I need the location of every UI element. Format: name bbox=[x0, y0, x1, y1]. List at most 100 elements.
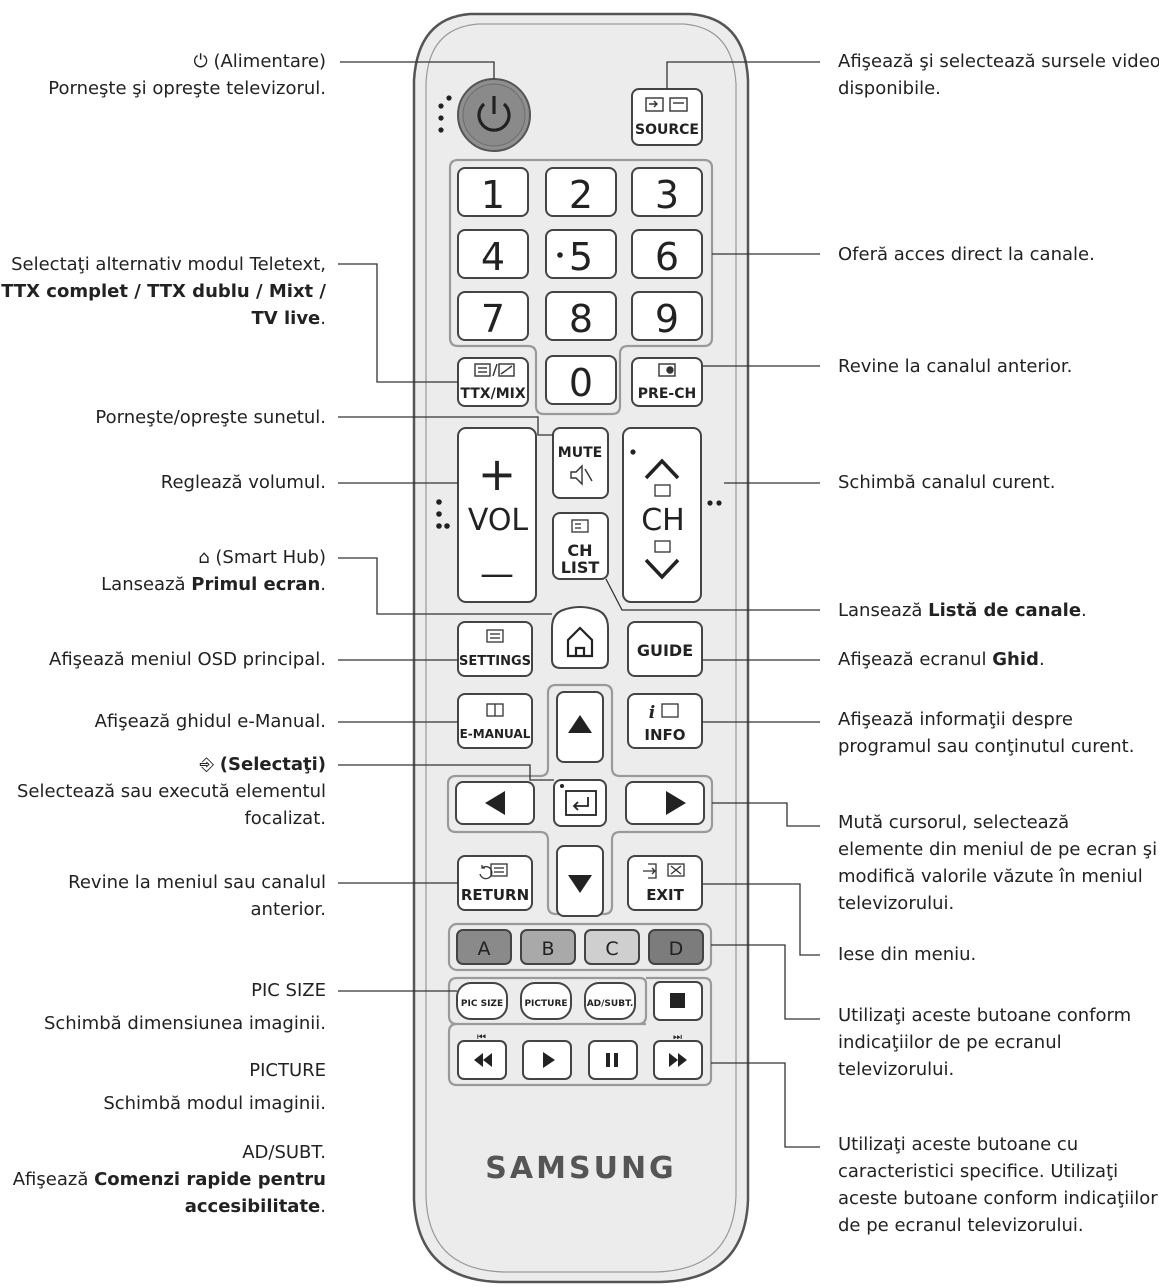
channel-rocker[interactable]: CH bbox=[622, 427, 702, 603]
color-key-label: A bbox=[478, 938, 491, 960]
color-keys-frame bbox=[447, 922, 713, 972]
navigation-annotation-line3: modifică valorile văzute în meniul bbox=[838, 866, 1143, 887]
return-label: RETURN bbox=[461, 886, 529, 904]
ch-list-annotation: Lansează Listă de canale. bbox=[838, 600, 1087, 621]
stop-button[interactable] bbox=[653, 981, 703, 1021]
number-key-label: 3 bbox=[655, 173, 679, 217]
number-key-6[interactable]: 6 bbox=[631, 229, 703, 279]
e-manual-icon bbox=[486, 703, 504, 717]
number-key-9[interactable]: 9 bbox=[631, 291, 703, 341]
source-label: SOURCE bbox=[635, 122, 699, 138]
guide-button[interactable]: GUIDE bbox=[627, 621, 703, 677]
ad-subt-annotation: AD/SUBT. Afişează Comenzi rapide pentru … bbox=[13, 1139, 326, 1220]
select-annotation-desc1: Selectează sau execută elementul bbox=[16, 781, 326, 802]
previous-track-icon: ⏮ bbox=[477, 1032, 486, 1043]
fast-forward-button[interactable]: ⏭ bbox=[653, 1032, 703, 1080]
mute-label: MUTE bbox=[558, 445, 602, 461]
up-arrow-button[interactable] bbox=[556, 691, 604, 763]
ch-list-icon bbox=[571, 519, 589, 533]
picture-annotation-title: PICTURE bbox=[249, 1060, 326, 1081]
right-arrow-button[interactable] bbox=[625, 781, 705, 825]
mute-button[interactable]: MUTE bbox=[552, 427, 609, 499]
info-button[interactable]: i INFO bbox=[627, 693, 703, 749]
color-key-d[interactable]: D bbox=[648, 929, 704, 965]
color-key-a[interactable]: A bbox=[456, 929, 512, 965]
info-annotation-line2: programul sau conţinutul curent. bbox=[838, 736, 1135, 757]
volume-rocker[interactable]: + VOL — bbox=[457, 427, 537, 603]
e-manual-annotation: Afişează ghidul e-Manual. bbox=[94, 711, 326, 732]
power-annotation-desc: Porneşte şi opreşte televizorul. bbox=[48, 78, 326, 99]
picture-button[interactable]: PICTURE bbox=[520, 982, 572, 1020]
numpad-frame bbox=[448, 158, 714, 416]
down-arrow-button[interactable] bbox=[556, 845, 604, 917]
color-buttons-annotation-line1: Utilizaţi aceste butoane conform bbox=[838, 1005, 1132, 1026]
number-key-0[interactable]: 0 bbox=[545, 355, 617, 405]
number-key-label: 6 bbox=[655, 235, 679, 279]
select-enter-icon: ⎆ bbox=[199, 754, 215, 775]
return-icon bbox=[479, 863, 508, 880]
number-key-7[interactable]: 7 bbox=[457, 291, 529, 341]
number-key-label: 0 bbox=[569, 361, 593, 405]
color-key-b[interactable]: B bbox=[520, 929, 576, 965]
number-key-3[interactable]: 3 bbox=[631, 167, 703, 217]
exit-label: EXIT bbox=[646, 886, 684, 904]
ch-list-button[interactable]: CH LIST bbox=[552, 512, 609, 580]
down-arrow-icon bbox=[568, 875, 592, 893]
numbers-annotation: Oferă acces direct la canale. bbox=[838, 244, 1095, 265]
number-key-5[interactable]: 5 bbox=[545, 229, 617, 279]
up-arrow-icon bbox=[568, 715, 592, 733]
rewind-button[interactable]: ⏮ bbox=[457, 1032, 507, 1080]
volume-annotation: Reglează volumul. bbox=[160, 472, 326, 493]
media-buttons-annotation-line4: de pe ecranul televizorului. bbox=[838, 1215, 1084, 1236]
e-manual-label: E-MANUAL bbox=[460, 727, 531, 741]
number-key-8[interactable]: 8 bbox=[545, 291, 617, 341]
smart-hub-annotation-title: ⌂ (Smart Hub) bbox=[198, 547, 326, 568]
left-arrow-button[interactable] bbox=[455, 781, 535, 825]
picture-annotation: PICTURE Schimbă modul imaginii. bbox=[103, 1057, 326, 1117]
stop-icon bbox=[670, 993, 685, 1008]
pic-size-button[interactable]: PIC SIZE bbox=[456, 982, 508, 1020]
play-button[interactable] bbox=[522, 1040, 572, 1080]
source-annotation: Afişează şi selectează sursele video dis… bbox=[838, 48, 1159, 102]
picture-button-label: PICTURE bbox=[524, 999, 567, 1009]
return-annotation-line2: anterior. bbox=[250, 899, 326, 920]
number-key-1[interactable]: 1 bbox=[457, 167, 529, 217]
play-icon bbox=[543, 1052, 555, 1068]
pre-ch-icon bbox=[658, 363, 676, 377]
settings-label: SETTINGS bbox=[459, 654, 531, 669]
ad-subt-button-label: AD/SUBT. bbox=[587, 999, 634, 1009]
power-button[interactable] bbox=[457, 78, 531, 152]
number-key-4[interactable]: 4 bbox=[457, 229, 529, 279]
guide-label: GUIDE bbox=[637, 641, 693, 660]
media-buttons-annotation-line3: aceste butoane conform indicaţiilor bbox=[838, 1188, 1158, 1209]
pre-ch-button[interactable]: PRE-CH bbox=[631, 357, 703, 407]
pause-button[interactable] bbox=[588, 1040, 638, 1080]
info-label: INFO bbox=[644, 726, 685, 744]
number-key-label: 1 bbox=[481, 173, 505, 217]
color-key-label: B bbox=[541, 938, 554, 960]
speaker-mute-icon bbox=[570, 464, 593, 486]
exit-button[interactable]: EXIT bbox=[627, 855, 703, 911]
number-key-2[interactable]: 2 bbox=[545, 167, 617, 217]
channel-down-icon bbox=[644, 558, 680, 580]
ad-subt-button[interactable]: AD/SUBT. bbox=[584, 982, 636, 1020]
ttx-mix-button[interactable]: TTX/MIX bbox=[457, 357, 529, 407]
return-button[interactable]: RETURN bbox=[457, 855, 533, 911]
color-key-c[interactable]: C bbox=[584, 929, 640, 965]
select-button[interactable] bbox=[553, 779, 607, 827]
settings-annotation: Afişează meniul OSD principal. bbox=[49, 649, 326, 670]
exit-annotation: Iese din meniu. bbox=[838, 944, 977, 965]
e-manual-button[interactable]: E-MANUAL bbox=[457, 693, 533, 749]
select-annotation-title: ⎆ (Selectaţi) bbox=[199, 754, 326, 775]
settings-button[interactable]: SETTINGS bbox=[457, 621, 533, 677]
home-button[interactable] bbox=[551, 606, 609, 669]
number-key-label: 2 bbox=[569, 173, 593, 217]
source-icon bbox=[645, 97, 688, 112]
power-annotation-title: ⏻ (Alimentare) bbox=[193, 51, 326, 72]
leader-lines bbox=[338, 61, 820, 1148]
source-button[interactable]: SOURCE bbox=[631, 88, 703, 146]
tactile-dot bbox=[557, 252, 563, 258]
